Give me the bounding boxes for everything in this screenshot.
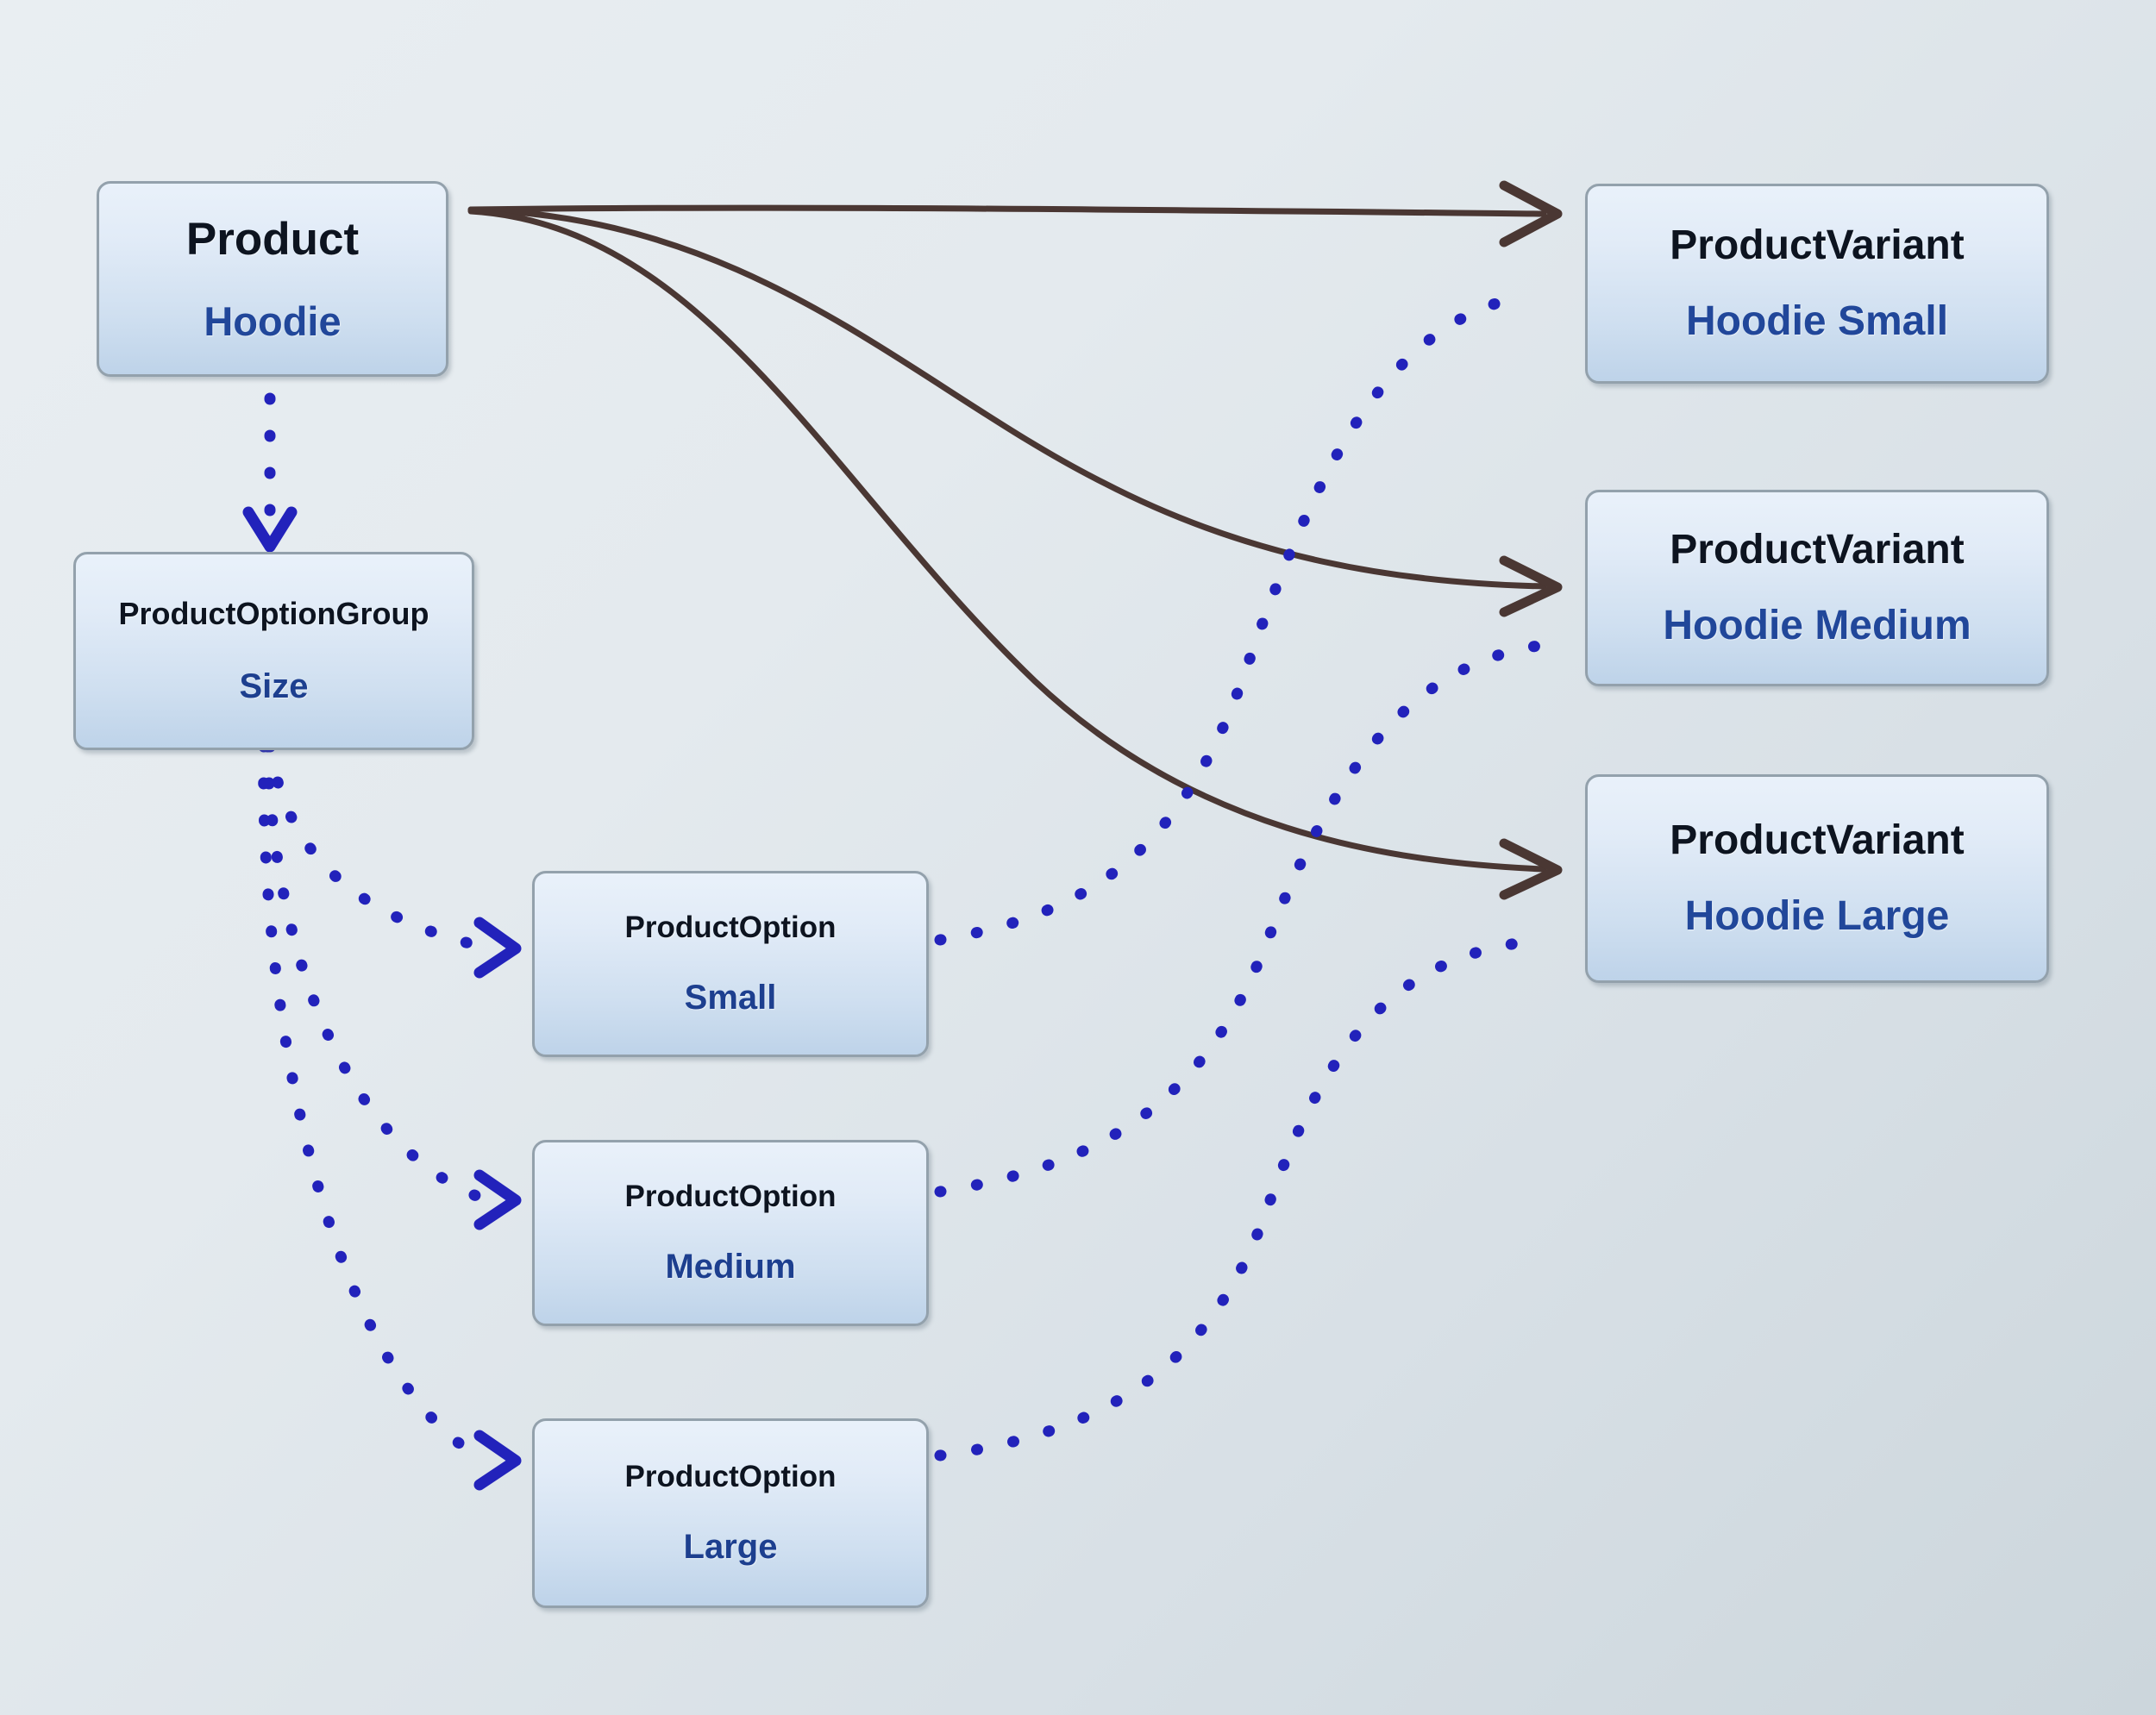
node-product-option-large[interactable]: ProductOption Large	[532, 1418, 929, 1608]
node-variant-0-value: Hoodie Small	[1685, 298, 1949, 344]
edge-option-large-variant-large	[934, 934, 1550, 1462]
node-option-group-type: ProductOptionGroup	[118, 596, 429, 632]
node-option-0-type: ProductOption	[624, 910, 837, 944]
node-option-2-value: Large	[683, 1528, 778, 1567]
node-product-variant-hoodie-large[interactable]: ProductVariant Hoodie Large	[1585, 774, 2049, 983]
edge-product-to-variants	[467, 204, 1547, 873]
arrowhead-option-small-icon	[473, 917, 522, 979]
edge-product-variant-large	[467, 208, 1547, 873]
arrowhead-variant-small-icon	[1499, 180, 1563, 247]
arrowhead-variant-large-icon	[1499, 838, 1563, 900]
node-product-value: Hoodie	[204, 297, 342, 344]
edge-option-small-variant-small	[934, 291, 1524, 946]
edge-optiongroup-option-medium	[261, 740, 489, 1205]
node-variant-2-value: Hoodie Large	[1684, 893, 1950, 939]
arrowhead-option-large-icon	[473, 1430, 522, 1491]
node-variant-0-type: ProductVariant	[1670, 222, 1965, 268]
edge-option-medium-variant-medium	[934, 639, 1550, 1198]
node-product-variant-hoodie-medium[interactable]: ProductVariant Hoodie Medium	[1585, 490, 2049, 686]
node-product[interactable]: Product Hoodie	[97, 181, 448, 377]
edge-product-variant-medium	[467, 206, 1547, 590]
node-option-2-type: ProductOption	[624, 1459, 837, 1493]
node-product-option-small[interactable]: ProductOption Small	[532, 871, 929, 1057]
node-product-option-medium[interactable]: ProductOption Medium	[532, 1140, 929, 1326]
edge-optiongroup-to-options	[258, 740, 489, 1465]
arrowhead-option-medium-icon	[473, 1169, 522, 1230]
node-option-1-type: ProductOption	[624, 1179, 837, 1213]
node-variant-1-value: Hoodie Medium	[1663, 603, 1971, 648]
node-product-type: Product	[185, 214, 360, 265]
arrowhead-optiongroup-icon	[242, 506, 298, 553]
solid-arrowheads	[1499, 180, 1563, 900]
arrowhead-variant-medium-icon	[1499, 555, 1563, 617]
node-product-variant-hoodie-small[interactable]: ProductVariant Hoodie Small	[1585, 184, 2049, 384]
edge-optiongroup-option-small	[264, 740, 489, 953]
dotted-arrowheads-options	[473, 917, 522, 1491]
node-variant-1-type: ProductVariant	[1670, 526, 1965, 573]
edge-options-to-variants	[934, 291, 1550, 1462]
node-option-1-value: Medium	[665, 1248, 796, 1286]
edge-optiongroup-option-large	[258, 740, 489, 1465]
node-product-option-group[interactable]: ProductOptionGroup Size	[73, 552, 474, 750]
edge-product-variant-small	[467, 204, 1547, 217]
node-option-group-value: Size	[239, 667, 309, 705]
node-variant-2-type: ProductVariant	[1670, 817, 1965, 863]
node-option-0-value: Small	[684, 979, 777, 1017]
